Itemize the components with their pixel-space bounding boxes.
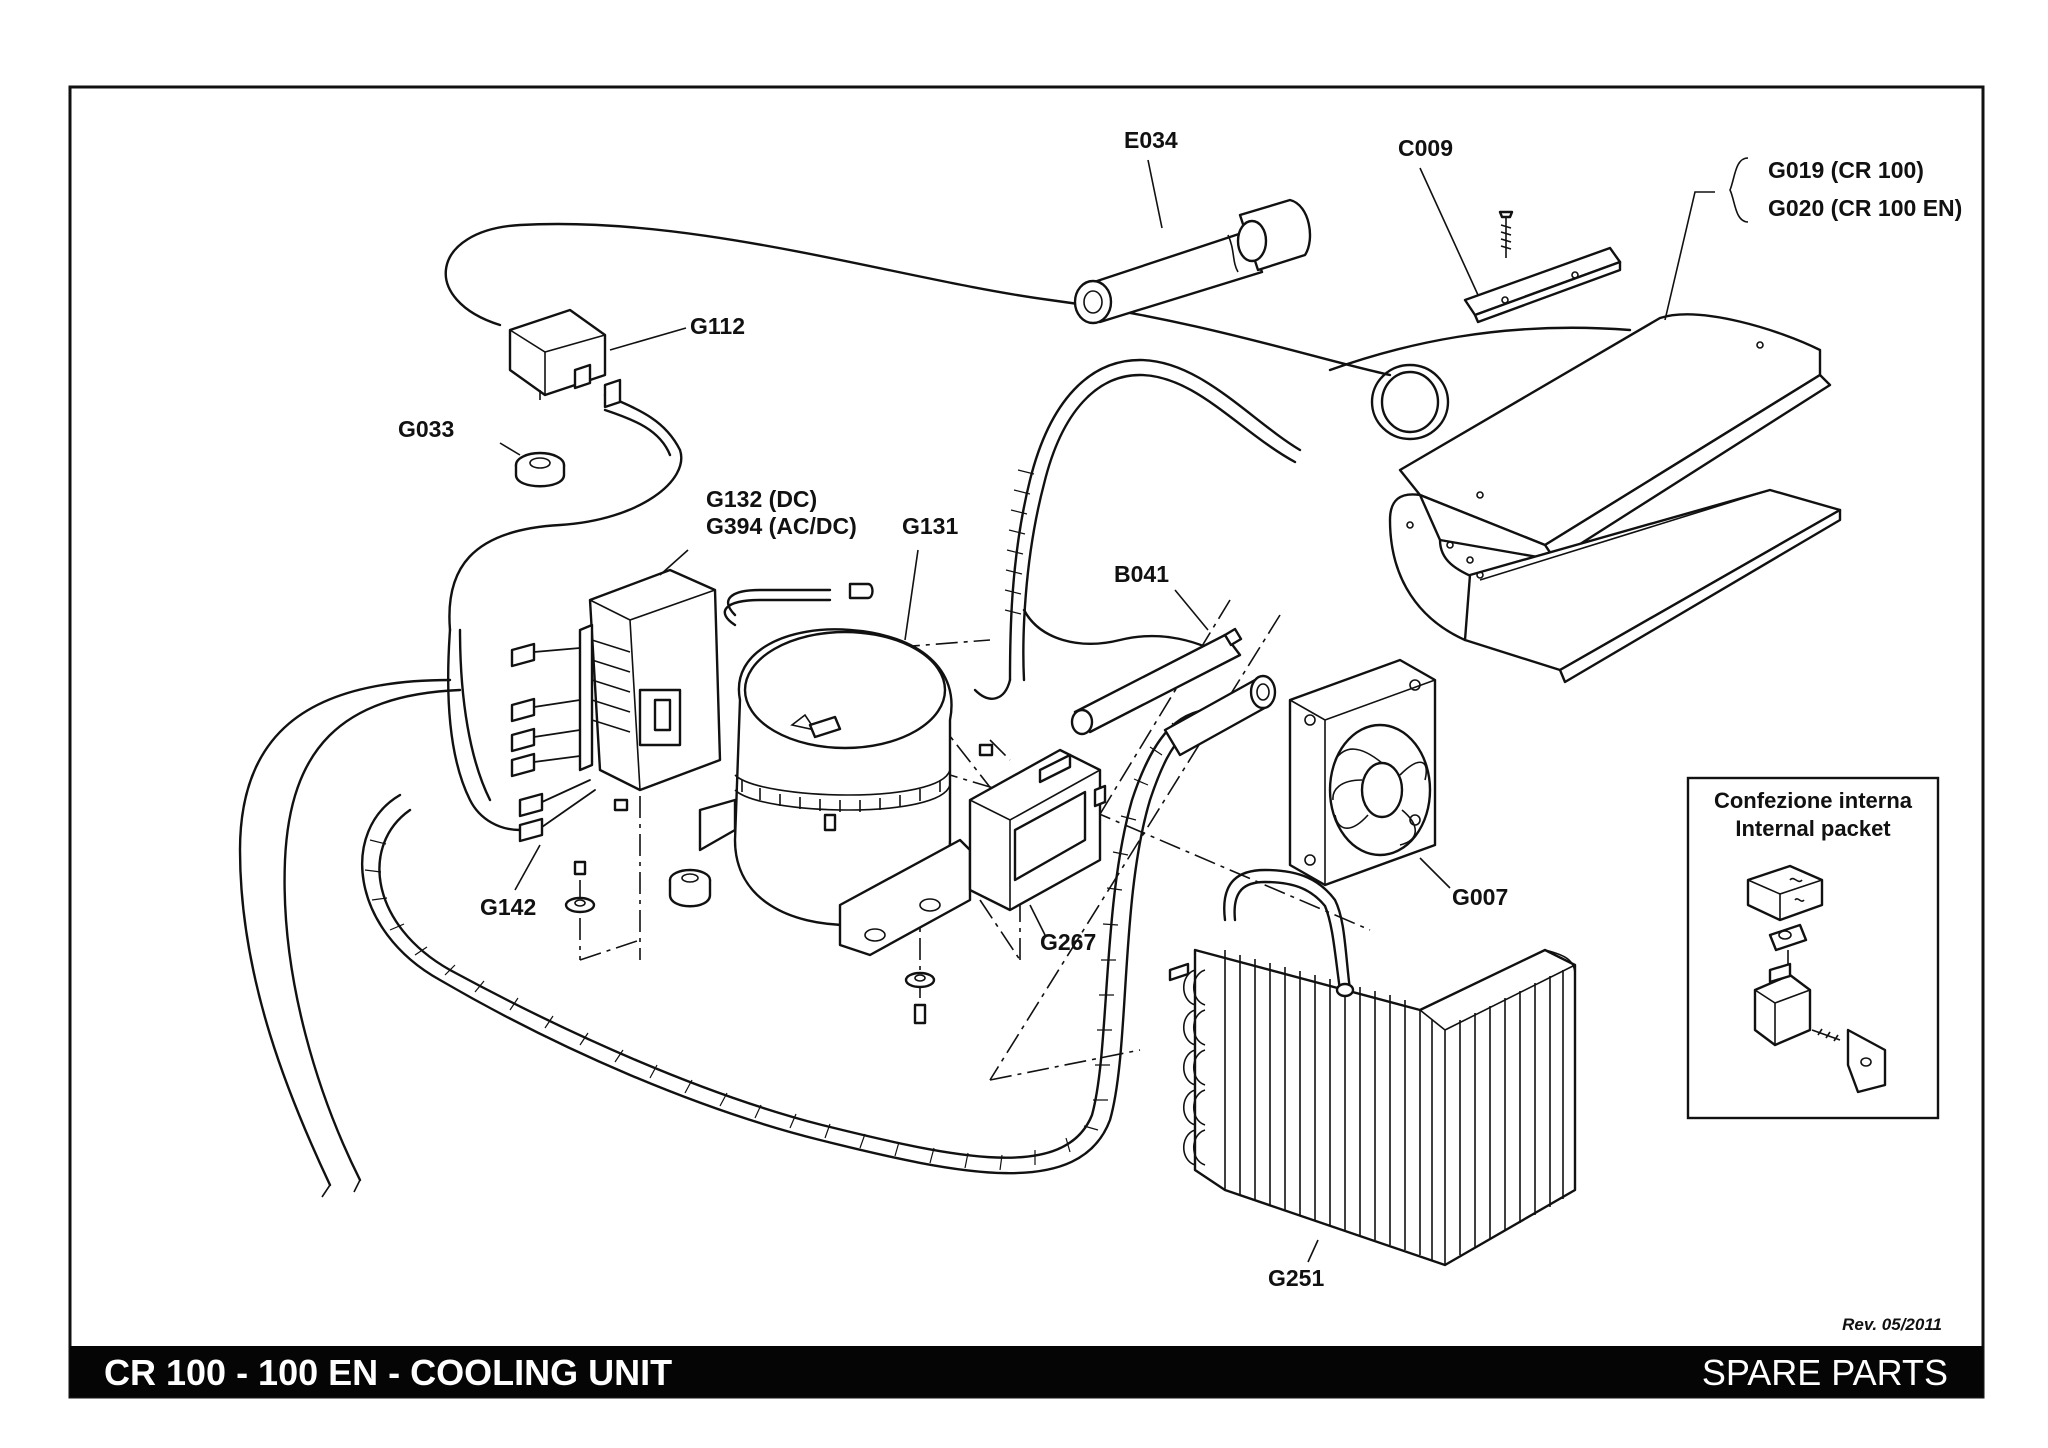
g033-knob: [514, 451, 566, 488]
g142-connectors: [510, 642, 596, 843]
g251-condenser: [1168, 948, 1577, 1267]
g112-thermostat: [508, 308, 622, 409]
footer-title: CR 100 - 100 EN - COOLING UNIT: [104, 1352, 672, 1393]
e034-insulation-tube: [1073, 198, 1312, 325]
g007-fan: [1288, 658, 1437, 887]
label-g131: G131: [902, 513, 958, 539]
g131-compressor: [698, 628, 972, 957]
footer-spare-parts: SPARE PARTS: [1702, 1352, 1948, 1393]
leader-lines: [499, 157, 1749, 1263]
label-g019: G019 (CR 100): [1768, 157, 1924, 183]
label-b041: B041: [1114, 561, 1169, 587]
inset-title-it: Confezione interna: [1714, 788, 1913, 813]
g019-evaporator-plate: [1388, 313, 1842, 684]
g267-control-board: [968, 748, 1107, 912]
label-g007: G007: [1452, 884, 1508, 910]
g132-control-unit: [578, 568, 722, 792]
label-g033: G033: [398, 416, 454, 442]
c009-bracket: [1463, 210, 1622, 324]
b041-filter-dryer: [1070, 627, 1277, 757]
part-labels: E034 C009 G019 (CR 100) G020 (CR 100 EN)…: [398, 127, 1962, 1291]
label-g112: G112: [690, 313, 745, 339]
label-c009: C009: [1398, 135, 1453, 161]
internal-packet-inset: Confezione interna Internal packet: [1686, 776, 1940, 1120]
label-g251: G251: [1268, 1265, 1324, 1291]
sheet-frame: [68, 85, 1985, 1399]
label-e034: E034: [1124, 127, 1178, 153]
pipe-stub: [848, 582, 874, 600]
revision-note: Rev. 05/2011: [1842, 1315, 1942, 1334]
inset-title-en: Internal packet: [1735, 816, 1891, 841]
label-g020: G020 (CR 100 EN): [1768, 195, 1962, 221]
label-g142: G142: [480, 894, 536, 920]
wiring: [238, 222, 1632, 1198]
label-g132: G132 (DC): [706, 486, 817, 512]
label-g394: G394 (AC/DC): [706, 513, 857, 539]
footer-bar: CR 100 - 100 EN - COOLING UNIT SPARE PAR…: [70, 1346, 1983, 1397]
grommets-screws: [564, 743, 994, 1025]
label-g267: G267: [1040, 929, 1096, 955]
